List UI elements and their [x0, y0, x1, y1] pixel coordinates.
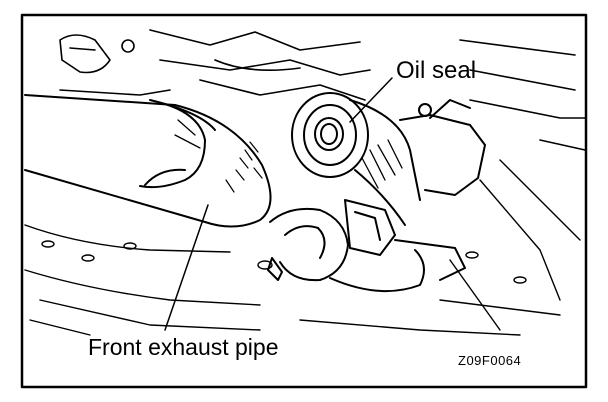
oil-seal-label: Oil seal — [396, 57, 477, 84]
figure-code: Z09F0064 — [458, 353, 522, 368]
pipe-clamp — [267, 207, 425, 293]
oil-seal — [291, 92, 369, 178]
body-structure — [59, 29, 586, 151]
oil-seal-assembly — [291, 92, 486, 281]
floor-holes — [41, 240, 527, 284]
front-exhaust-pipe — [24, 94, 272, 228]
front-exhaust-pipe-label: Front exhaust pipe — [88, 334, 279, 360]
floor-lines — [24, 159, 581, 336]
leader-oil-seal — [349, 77, 393, 123]
leader-exhaust-pipe — [164, 204, 209, 331]
diagram-border — [20, 13, 588, 389]
leader-lines — [164, 77, 393, 331]
